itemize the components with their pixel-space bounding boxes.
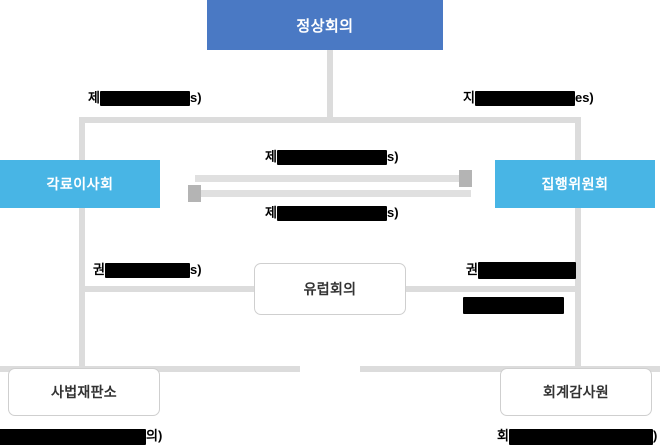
redaction-bar bbox=[276, 206, 387, 222]
node-court-of-justice[interactable]: 사법재판소 bbox=[8, 368, 160, 416]
edge-label-executive-authority-prefix: 권 bbox=[466, 262, 478, 277]
edge-label-summit-left-prefix: 제 bbox=[88, 90, 100, 105]
node-court-label: 사법재판소 bbox=[51, 384, 117, 400]
redaction-bar bbox=[0, 428, 146, 445]
node-european-parliament[interactable]: 유럽회의 bbox=[254, 263, 406, 315]
node-summit-label: 정상회의 bbox=[296, 17, 354, 35]
connector-summit-drop bbox=[327, 50, 333, 120]
node-executive-label: 집행위원회 bbox=[541, 176, 609, 192]
edge-label-executive-authority-secondary bbox=[463, 296, 564, 315]
edge-label-council-authority-prefix: 권 bbox=[93, 262, 105, 277]
edge-label-court-note-suffix: 의) bbox=[146, 428, 163, 443]
node-executive-committee[interactable]: 집행위원회 bbox=[495, 160, 655, 208]
edge-label-executive-authority: 권 bbox=[466, 261, 576, 280]
edge-label-mid-top-prefix: 제 bbox=[265, 149, 277, 164]
arrow-executive-to-council bbox=[188, 190, 471, 197]
edge-label-mid-bottom: 제 s) bbox=[265, 204, 399, 222]
edge-label-summit-left-suffix: s) bbox=[189, 90, 202, 105]
redaction-bar bbox=[99, 91, 190, 107]
redaction-bar bbox=[508, 428, 653, 445]
connector-executive-to-parliament bbox=[403, 286, 581, 292]
node-council-label: 각료이사회 bbox=[46, 176, 114, 192]
node-court-of-auditors[interactable]: 회계감사원 bbox=[500, 368, 652, 416]
connector-right-spine bbox=[575, 117, 581, 162]
edge-label-mid-top: 제 s) bbox=[265, 148, 399, 166]
redaction-bar bbox=[463, 297, 564, 315]
edge-label-mid-top-suffix: s) bbox=[386, 149, 399, 164]
redaction-bar bbox=[477, 262, 576, 280]
edge-label-court-note: 의) bbox=[0, 427, 162, 445]
connector-council-to-parliament bbox=[79, 286, 257, 292]
edge-label-auditors-note: 회 ) bbox=[497, 427, 657, 445]
arrow-head-left-icon bbox=[188, 185, 201, 202]
node-summit[interactable]: 정상회의 bbox=[207, 0, 443, 50]
edge-label-council-authority-suffix: s) bbox=[189, 262, 202, 277]
redaction-bar bbox=[474, 91, 575, 107]
redaction-bar bbox=[276, 150, 387, 166]
arrow-council-to-executive bbox=[195, 175, 463, 182]
connector-main-bus bbox=[79, 117, 581, 123]
edge-label-summit-left: 제 s) bbox=[88, 89, 202, 107]
edge-label-summit-right-suffix: es) bbox=[574, 90, 594, 105]
node-parliament-label: 유럽회의 bbox=[303, 281, 357, 297]
edge-label-auditors-note-prefix: 회 bbox=[497, 428, 509, 443]
edge-label-mid-bottom-prefix: 제 bbox=[265, 205, 277, 220]
edge-label-council-authority: 권 s) bbox=[93, 261, 202, 279]
edge-label-summit-right-prefix: 지 bbox=[463, 90, 475, 105]
edge-label-summit-right: 지 es) bbox=[463, 89, 594, 107]
connector-left-spine bbox=[79, 117, 85, 162]
redaction-bar bbox=[104, 263, 190, 279]
edge-label-mid-bottom-suffix: s) bbox=[386, 205, 399, 220]
arrow-head-right-icon bbox=[459, 170, 472, 187]
edge-label-auditors-note-suffix: ) bbox=[652, 428, 658, 443]
node-auditors-label: 회계감사원 bbox=[543, 384, 609, 400]
node-council-of-ministers[interactable]: 각료이사회 bbox=[0, 160, 160, 208]
